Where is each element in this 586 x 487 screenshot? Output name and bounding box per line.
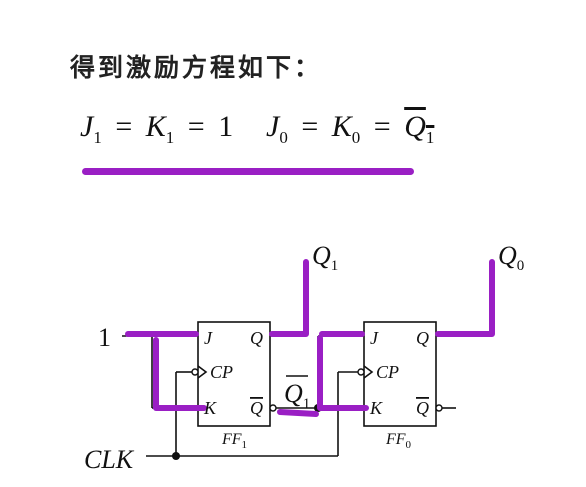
ff1-q-label: Q [250, 328, 263, 348]
marker-annotations [125, 259, 495, 417]
equation-j0-k0: J0 = K0 = Q1 [266, 110, 435, 147]
ff1-k-label: K [203, 398, 217, 418]
ff1-name: FF1 [221, 431, 247, 451]
ff0-k-label: K [369, 398, 383, 418]
q1-output-label: Q1 [312, 241, 338, 274]
input-one-label: 1 [98, 323, 111, 352]
ff0-name: FF0 [385, 431, 412, 451]
ff1-j-label: J [204, 328, 213, 348]
ff0-cp-label: CP [376, 362, 399, 382]
ff0-j-label: J [370, 328, 379, 348]
q0-output-label: Q0 [498, 241, 524, 274]
clk-label: CLK [84, 445, 135, 474]
ff1-cp-label: CP [210, 362, 233, 382]
highlight-underline [82, 168, 414, 175]
ff0-qbar-label: Q [416, 398, 429, 418]
equation-j1-k1: J1 = K1 = 1 [80, 110, 234, 147]
q1bar-wire-label: Q1 [284, 375, 310, 412]
svg-text:Q1: Q1 [284, 379, 310, 412]
heading-text: 得到激励方程如下： [70, 53, 323, 82]
ff1-qbar-label: Q [250, 398, 263, 418]
ff1-qbar-bubble [269, 404, 277, 412]
ff0-qbar-bubble [435, 404, 443, 412]
clk-junction-dot [172, 452, 180, 460]
ff0-q-label: Q [416, 328, 429, 348]
